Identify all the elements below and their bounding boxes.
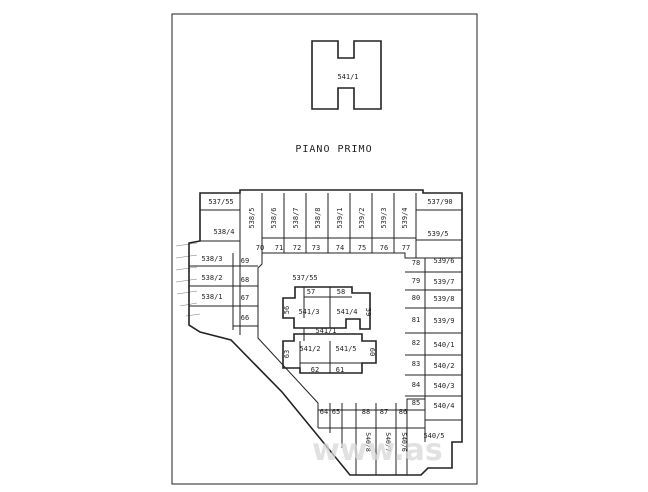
block-number: 58 xyxy=(337,288,345,296)
garage-number: 73 xyxy=(312,244,320,252)
block-label: 541/1 xyxy=(315,327,336,335)
block-label: 541/3 xyxy=(298,308,319,316)
garage-number: 85 xyxy=(412,399,420,407)
garage-number: 87 xyxy=(380,408,388,416)
parcel-label: 539/2 xyxy=(358,207,366,228)
watermark: www.as xyxy=(312,433,443,468)
garage-number: 74 xyxy=(336,244,344,252)
parcel-label: 539/6 xyxy=(433,257,454,265)
block-label: 541/4 xyxy=(336,308,357,316)
parcel-label: 539/3 xyxy=(380,207,388,228)
garage-number: 71 xyxy=(275,244,283,252)
parcel-label: 539/8 xyxy=(433,295,454,303)
garage-number: 78 xyxy=(412,259,420,267)
top-row-walls xyxy=(200,193,462,258)
courtyard-outline xyxy=(257,252,426,411)
parcel-label: 540/1 xyxy=(433,341,454,349)
parcel-label: 540/5 xyxy=(423,432,444,440)
outer-parcel-labels: 537/55 538/5 538/6 538/7 538/8 539/1 539… xyxy=(201,198,454,452)
garage-number: 69 xyxy=(241,257,249,265)
garage-number: 81 xyxy=(412,316,420,324)
building-outline xyxy=(188,189,463,476)
block-label: 541/2 xyxy=(299,345,320,353)
right-column-walls xyxy=(405,257,462,442)
parcel-label: 538/4 xyxy=(213,228,234,236)
h-building xyxy=(311,40,382,110)
parcel-label: 538/3 xyxy=(201,255,222,263)
garage-number: 76 xyxy=(380,244,388,252)
parcel-label: 537/55 xyxy=(208,198,233,206)
parcel-label: 539/7 xyxy=(433,278,454,286)
block-number: 61 xyxy=(336,366,344,374)
block-number: 57 xyxy=(307,288,315,296)
garage-number: 75 xyxy=(358,244,366,252)
garage-number: 86 xyxy=(399,408,407,416)
garage-number: 83 xyxy=(412,360,420,368)
plan-title: PIANO PRIMO xyxy=(295,144,372,155)
garage-number: 72 xyxy=(293,244,301,252)
central-blocks xyxy=(282,286,377,374)
parcel-label: 540/6 xyxy=(400,432,408,452)
parcel-label: 539/4 xyxy=(401,207,409,228)
garage-number: 88 xyxy=(362,408,370,416)
parcel-label: 538/6 xyxy=(270,207,278,228)
parcel-label: 539/1 xyxy=(336,207,344,228)
garage-number: 70 xyxy=(256,244,264,252)
garage-number: 84 xyxy=(412,381,420,389)
parcel-label: 538/2 xyxy=(201,274,222,282)
bottom-row-walls xyxy=(317,403,425,475)
parcel-label: 540/2 xyxy=(433,362,454,370)
garage-number: 66 xyxy=(241,314,249,322)
garage-number: 82 xyxy=(412,339,420,347)
block-label: 541/5 xyxy=(335,345,356,353)
garage-number: 77 xyxy=(402,244,410,252)
garage-number: 64 xyxy=(320,408,328,416)
parcel-label: 538/7 xyxy=(292,207,300,228)
block-number: 59 xyxy=(364,308,372,316)
block-number: 56 xyxy=(283,306,291,314)
parcel-label: 540/3 xyxy=(433,382,454,390)
parcel-label: 538/1 xyxy=(201,293,222,301)
garage-number: 65 xyxy=(332,408,340,416)
garage-number: 67 xyxy=(241,294,249,302)
parcel-label: 537/90 xyxy=(427,198,452,206)
block-number: 63 xyxy=(283,350,291,358)
h-building-label: 541/1 xyxy=(337,73,358,81)
parcel-label: 539/9 xyxy=(433,317,454,325)
hatched-area xyxy=(175,242,201,317)
garage-number: 68 xyxy=(241,276,249,284)
parcel-label: 540/4 xyxy=(433,402,454,410)
courtyard-label: 537/55 xyxy=(292,274,317,282)
left-column-walls xyxy=(189,240,258,335)
parcel-label: 540/7 xyxy=(384,432,392,452)
block-number: 60 xyxy=(368,348,376,356)
block-number: 62 xyxy=(311,366,319,374)
parcel-label: 538/5 xyxy=(248,207,256,228)
garage-number-labels: 70 71 72 73 74 75 76 77 69 68 67 66 78 7… xyxy=(241,244,420,416)
garage-number: 80 xyxy=(412,294,420,302)
parcel-label: 539/5 xyxy=(427,230,448,238)
parcel-label: 538/8 xyxy=(314,207,322,228)
garage-number: 79 xyxy=(412,277,420,285)
sheet-border xyxy=(171,13,478,485)
parcel-label: 540/8 xyxy=(364,432,372,452)
courtyard-labels: 537/55 541/3 541/4 541/1 541/2 541/5 57 … xyxy=(283,274,376,374)
